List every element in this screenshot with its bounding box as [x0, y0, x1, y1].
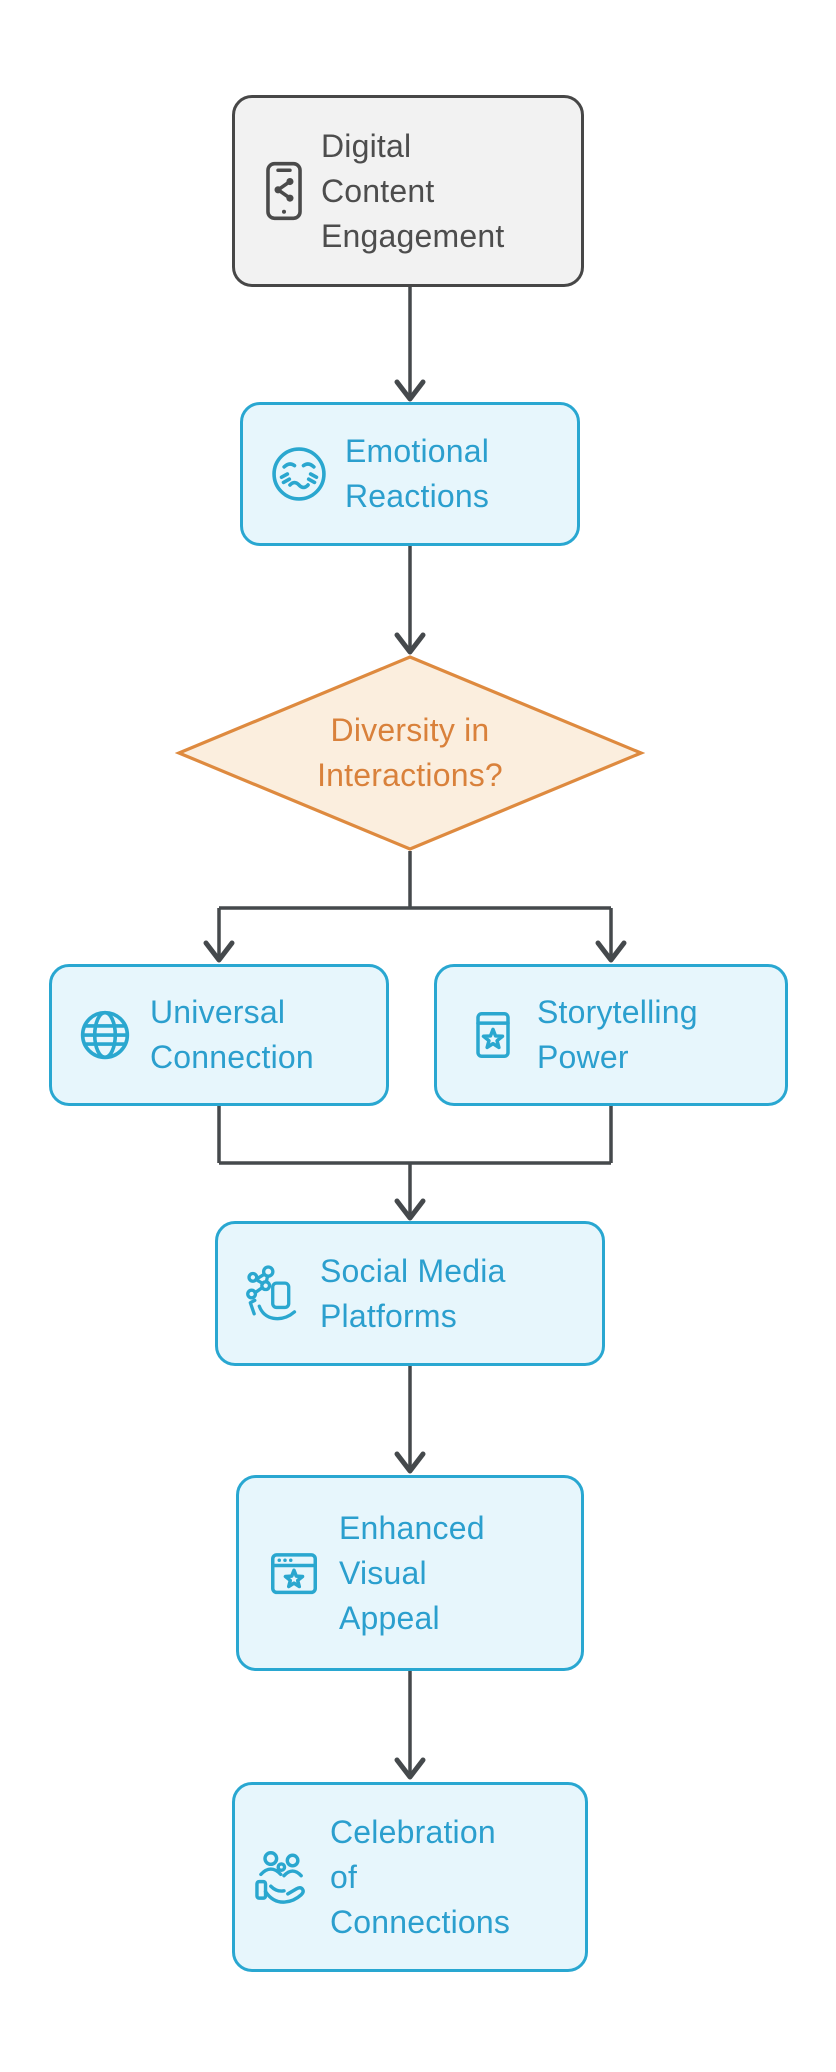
node-label-enhanced-visual-appeal: Enhanced Visual Appeal	[339, 1509, 485, 1636]
node-label-storytelling-power: Storytelling Power	[537, 994, 698, 1075]
people-hand-icon	[251, 1846, 317, 1908]
node-digital-content-engagement: Digital Content Engagement	[232, 95, 584, 287]
node-storytelling-power: Storytelling Power	[434, 964, 788, 1106]
browser-star-icon	[264, 1545, 324, 1601]
edge-merge-to-social	[217, 1106, 613, 1221]
storybook-star-icon	[465, 1005, 521, 1065]
node-label-celebration-of-connections: Celebration of Connections	[330, 1813, 511, 1940]
node-celebration-of-connections: Celebration of Connections	[232, 1782, 588, 1972]
diamond-shape	[175, 655, 645, 851]
node-label-social-media-platforms: Social Media Platforms	[320, 1252, 506, 1334]
node-emotional-reactions: Emotional Reactions	[240, 402, 580, 546]
node-diversity-in-interactions: Diversity in Interactions?	[175, 654, 645, 852]
edge-enhanced-to-celebration	[394, 1671, 426, 1780]
node-label-diversity-in-interactions: Diversity in Interactions?	[317, 712, 503, 793]
edge-emotional-to-diversity	[394, 546, 426, 655]
node-universal-connection: Universal Connection	[49, 964, 389, 1106]
smartphone-share-icon	[265, 160, 303, 222]
edge-digital-to-emotional	[394, 287, 426, 402]
node-label-universal-connection: Universal Connection	[150, 994, 314, 1075]
flushed-face-icon	[268, 443, 330, 505]
node-label-emotional-reactions: Emotional Reactions	[345, 433, 490, 514]
node-social-media-platforms: Social Media Platforms	[215, 1221, 605, 1366]
node-label-digital-content-engagement: Digital Content Engagement	[321, 127, 505, 254]
edge-diversity-branch	[203, 851, 627, 963]
node-enhanced-visual-appeal: Enhanced Visual Appeal	[236, 1475, 584, 1671]
social-network-hand-icon	[242, 1263, 306, 1325]
edge-social-to-enhanced	[394, 1366, 426, 1474]
globe-icon	[76, 1006, 134, 1064]
